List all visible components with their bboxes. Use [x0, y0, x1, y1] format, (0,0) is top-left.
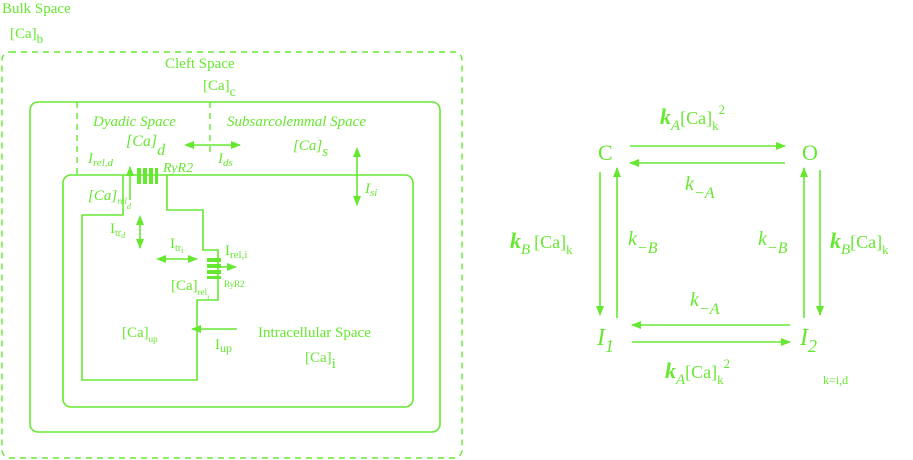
ids-arrow-head — [184, 141, 194, 149]
bulk-space-boundary — [1, 51, 463, 459]
ryr2-markov-model: C O I1 I2 kA[Ca]k2 k−A kB[Ca]k k−B k−B k… — [510, 102, 889, 388]
irel-i-label: Irel,i — [225, 243, 247, 261]
irel-d-label: Irel,d — [87, 151, 114, 169]
isi-arrow-head — [353, 147, 361, 157]
bulk-ca-label: [Ca]b — [10, 26, 43, 46]
cleft-ca-label: [Ca]c — [203, 78, 236, 100]
cell-membrane — [29, 101, 441, 433]
intracellular-boundary — [62, 174, 414, 408]
ryr2-intracellular-channel — [207, 258, 221, 279]
dyadic-space-label: Dyadic Space — [92, 114, 176, 130]
ryr2-dyadic-channel — [137, 168, 158, 184]
state-i1: I1 — [596, 325, 614, 356]
subsarcolemmal-space-label: Subsarcolemmal Space — [227, 114, 366, 130]
ca-rel-i-label: [Ca]reli — [171, 278, 210, 302]
rate-c-to-i1: kB[Ca]k — [510, 228, 573, 258]
rate-i1-to-c: k−B — [628, 228, 658, 257]
k-index-note: k=i,d — [823, 373, 848, 387]
rate-i1-to-i2: kA[Ca]k2 — [665, 356, 730, 388]
itr-d-arrow-head — [136, 215, 144, 225]
rate-i2-to-o: k−B — [758, 228, 788, 257]
ids-label: Ids — [217, 151, 233, 169]
itr-i-label: Itri — [170, 236, 184, 255]
intracellular-space-label: Intracellular Space — [258, 325, 371, 341]
rate-o-to-c: k−A — [685, 173, 715, 202]
cleft-space-label: Cleft Space — [165, 56, 235, 72]
intracellular-ca-label: [Ca]i — [305, 350, 336, 372]
rate-o-to-i2: kB[Ca]k — [830, 228, 889, 258]
isi-label: Isi — [364, 181, 377, 199]
bulk-space-label: Bulk Space — [2, 1, 71, 17]
state-c: C — [598, 140, 613, 165]
dyadic-ca-label: [Ca]d — [126, 133, 166, 159]
state-i2: I2 — [799, 325, 817, 356]
ryr2-dyadic-label: RyR2 — [162, 161, 193, 176]
itr-d-label: Itrd — [110, 221, 126, 240]
state-o: O — [802, 140, 818, 165]
ryr2-intracellular-label: RyR2 — [224, 279, 245, 289]
itr-i-arrow-head — [156, 255, 166, 263]
compartment-diagram: Bulk Space [Ca]b Cleft Space [Ca]c Dyadi… — [1, 1, 463, 459]
sarcoplasmic-reticulum — [81, 175, 219, 381]
iup-label: Iup — [215, 337, 232, 355]
ca-rel-d-label: [Ca]reld — [88, 188, 132, 211]
ca-up-label: [Ca]up — [122, 325, 158, 344]
rate-i2-to-i1: k−A — [690, 289, 720, 318]
rate-c-to-o: kA[Ca]k2 — [660, 102, 725, 134]
subsarcolemmal-ca-label: [Ca]s — [293, 138, 328, 160]
